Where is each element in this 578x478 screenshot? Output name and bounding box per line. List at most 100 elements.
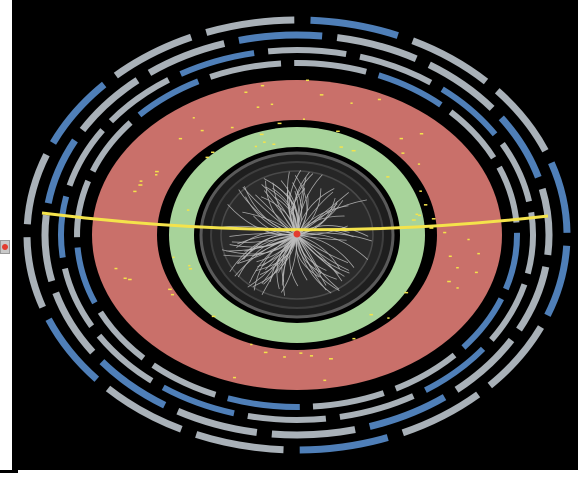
energy-deposit (211, 315, 216, 318)
energy-deposit (352, 337, 356, 340)
track (265, 180, 298, 236)
chamber-segment (105, 385, 183, 433)
energy-deposit (350, 102, 353, 104)
chamber-segment (247, 412, 327, 423)
chamber-segment (448, 109, 497, 160)
track (295, 234, 320, 278)
energy-deposit (323, 379, 327, 382)
energy-deposit (256, 106, 260, 108)
panel-collapse-handle[interactable] (0, 240, 10, 254)
chamber-segment (195, 431, 284, 454)
energy-deposit (178, 137, 183, 140)
energy-deposit (230, 126, 234, 129)
chamber-segment (45, 317, 100, 382)
highlight-track (41, 211, 549, 232)
energy-deposit (448, 255, 452, 258)
energy-deposit (283, 356, 286, 358)
energy-deposit (305, 79, 310, 82)
chamber-segment (368, 394, 447, 430)
track (296, 234, 350, 271)
energy-deposit (138, 184, 143, 186)
energy-deposit (233, 376, 236, 379)
energy-deposit (411, 219, 416, 221)
energy-deposit (205, 156, 209, 159)
chamber-segment (427, 61, 495, 111)
chamber-segment (538, 187, 553, 256)
energy-deposit (369, 313, 373, 316)
energy-deposit (443, 231, 447, 234)
energy-deposit (319, 94, 324, 96)
energy-deposit (456, 287, 459, 289)
chamber-segment (411, 37, 489, 85)
energy-deposit (244, 91, 248, 94)
energy-deposit (399, 137, 403, 140)
chamber-segment (503, 232, 520, 291)
chamber-segment (23, 237, 46, 309)
energy-deposit (401, 152, 405, 154)
energy-deposit (250, 343, 253, 346)
chamber-segment (205, 16, 295, 36)
chamber-segment (74, 247, 98, 305)
energy-deposit (477, 252, 480, 255)
chamber-segment (489, 283, 528, 342)
energy-deposit (351, 149, 356, 152)
energy-deposit (272, 143, 276, 146)
chamber-segment (487, 325, 544, 389)
chamber-segment (96, 333, 154, 384)
chamber-segment (299, 434, 389, 454)
track (280, 234, 298, 293)
energy-deposit (123, 277, 127, 280)
chamber-segment (99, 359, 167, 409)
energy-deposit (339, 146, 343, 148)
chamber-segment (209, 60, 282, 80)
energy-deposit (456, 266, 459, 269)
chamber-segment (498, 115, 542, 179)
energy-deposit (387, 317, 390, 319)
track (263, 234, 298, 285)
chamber-segment (176, 407, 258, 436)
energy-deposit (302, 118, 305, 120)
track (237, 234, 298, 264)
energy-deposit (417, 163, 421, 165)
chamber-segment (499, 142, 532, 203)
chamber-segment (23, 153, 50, 225)
energy-deposit (417, 214, 422, 217)
energy-deposit (404, 291, 409, 294)
track (296, 234, 349, 264)
chamber-segment (137, 78, 200, 118)
track (236, 234, 298, 264)
primary-vertex (293, 230, 301, 238)
chamber-segment (310, 16, 399, 39)
chamber-segment (108, 77, 170, 124)
chamber-segment (113, 33, 193, 79)
energy-deposit (168, 288, 172, 291)
energy-deposit (299, 352, 303, 354)
energy-deposit (128, 278, 132, 281)
energy-deposit (139, 180, 143, 182)
left-panel-strip (0, 0, 14, 478)
energy-deposit (431, 218, 436, 220)
track (296, 234, 355, 268)
track (220, 225, 298, 236)
energy-deposit (188, 264, 191, 267)
chamber-segment (50, 81, 107, 145)
track (296, 233, 369, 260)
bottom-edge (0, 470, 578, 478)
energy-deposit (133, 190, 137, 193)
track (296, 197, 336, 236)
energy-deposit (328, 358, 333, 360)
track (296, 234, 332, 294)
track (296, 234, 339, 275)
chamber-segment (62, 267, 95, 328)
chamber-segment (339, 393, 415, 420)
chamber-segment (227, 395, 300, 410)
collapse-dot-icon (2, 244, 8, 250)
chamber-segment (161, 384, 235, 417)
muon-chambers (23, 16, 571, 454)
chamber-segment (179, 50, 255, 77)
energy-deposit (263, 351, 268, 354)
energy-deposit (377, 98, 381, 101)
energy-deposit (263, 141, 266, 143)
chamber-segment (336, 34, 418, 63)
energy-deposit (467, 238, 470, 241)
